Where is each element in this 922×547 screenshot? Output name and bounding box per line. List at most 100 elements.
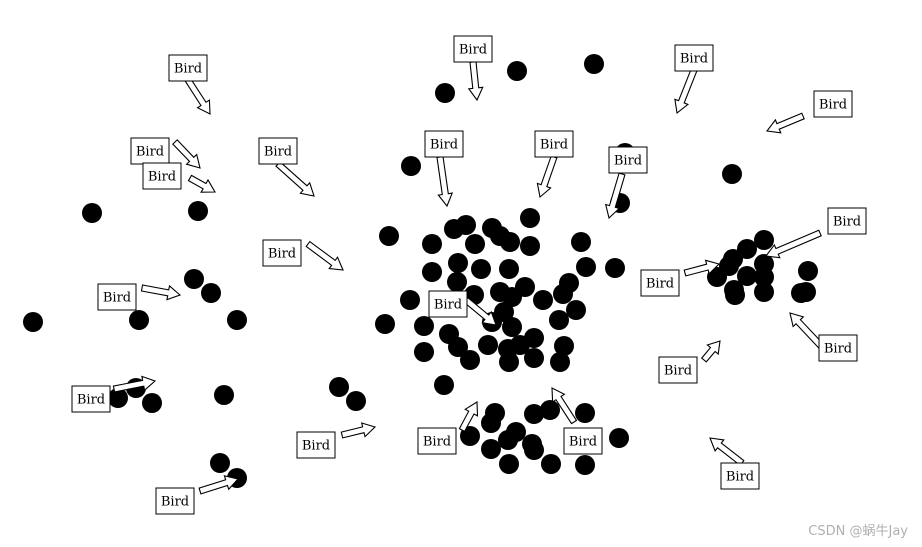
particle-dot xyxy=(485,403,505,423)
bird-label-box xyxy=(453,35,493,63)
bird-label-box xyxy=(142,162,182,190)
bird-label: Bird xyxy=(77,393,105,408)
heading-arrow-icon xyxy=(683,259,721,277)
bird-agent: Bird xyxy=(709,437,760,490)
particle-dot xyxy=(549,310,569,330)
bird-label-box xyxy=(534,130,574,158)
particle-dot xyxy=(559,273,579,293)
bird-label-box xyxy=(813,90,853,118)
heading-arrow-icon xyxy=(467,61,484,102)
bird-agent: Bird xyxy=(296,422,377,459)
particle-dot xyxy=(576,257,596,277)
particle-dot xyxy=(725,285,745,305)
bird-label: Bird xyxy=(680,52,708,67)
bird-label: Bird xyxy=(824,342,852,357)
particle-dot xyxy=(414,342,434,362)
particle-dot xyxy=(210,453,230,473)
bird-agent: Bird xyxy=(658,340,721,384)
bird-label-box xyxy=(71,385,111,413)
bird-label: Bird xyxy=(459,43,487,58)
bird-label-box xyxy=(424,130,464,158)
bird-label-box xyxy=(262,239,302,267)
bird-label: Bird xyxy=(268,247,296,262)
heading-arrow-icon xyxy=(140,284,182,301)
bird-agent: Bird xyxy=(789,312,858,362)
particle-dot xyxy=(478,335,498,355)
bird-label: Bird xyxy=(434,298,462,313)
particle-dot xyxy=(434,375,454,395)
particle-dot xyxy=(722,164,742,184)
bird-agent: Bird xyxy=(258,137,315,197)
bird-label-box xyxy=(608,146,648,174)
particle-dot xyxy=(108,388,128,408)
bird-label: Bird xyxy=(646,277,674,292)
particle-dot xyxy=(754,230,774,250)
bird-label-box xyxy=(417,427,457,455)
bird-agent: Bird xyxy=(604,146,648,220)
bird-agent: Bird xyxy=(262,239,344,271)
bird-agent: Bird xyxy=(640,259,721,297)
particle-dot xyxy=(584,54,604,74)
particle-dot xyxy=(481,439,501,459)
particle-dot xyxy=(571,232,591,252)
bird-agent: Bird xyxy=(97,283,182,311)
bird-label: Bird xyxy=(148,170,176,185)
bird-label: Bird xyxy=(833,215,861,230)
particle-dot xyxy=(499,454,519,474)
particle-dot xyxy=(798,261,818,281)
heading-arrow-icon xyxy=(700,340,721,363)
bird-label: Bird xyxy=(302,439,330,454)
watermark: CSDN @蜗牛Jay xyxy=(808,524,908,539)
bird-label-box xyxy=(640,269,680,297)
particle-dot xyxy=(227,310,247,330)
particle-dot xyxy=(435,83,455,103)
heading-arrow-icon xyxy=(463,296,497,326)
bird-agent: Bird xyxy=(130,137,201,169)
particle-dot xyxy=(609,428,629,448)
bird-agent: Bird xyxy=(534,130,574,199)
particle-dot xyxy=(129,310,149,330)
heading-arrow-icon xyxy=(198,475,240,495)
particle-dot xyxy=(707,267,727,287)
particle-dot xyxy=(500,232,520,252)
heading-arrow-icon xyxy=(112,375,157,393)
particle-dot xyxy=(494,302,514,322)
particle-dot xyxy=(346,391,366,411)
particle-dot xyxy=(471,259,491,279)
bird-label-box xyxy=(720,462,760,490)
bird-label: Bird xyxy=(726,470,754,485)
bird-label-box xyxy=(674,44,714,72)
particle-dot xyxy=(737,266,757,286)
particle-dot xyxy=(448,337,468,357)
particle-dot xyxy=(566,300,586,320)
particle-dot xyxy=(184,269,204,289)
bird-agent: Bird xyxy=(155,475,240,515)
particle-dot xyxy=(422,234,442,254)
particle-dot xyxy=(214,385,234,405)
particle-dot xyxy=(507,61,527,81)
particle-dot xyxy=(448,253,468,273)
particle-dot xyxy=(524,440,544,460)
bird-label: Bird xyxy=(569,435,597,450)
particle-dot xyxy=(401,156,421,176)
particle-dot xyxy=(498,430,518,450)
bird-label-box xyxy=(818,334,858,362)
heading-arrow-icon xyxy=(184,77,211,115)
bird-label-box xyxy=(258,137,298,165)
particle-dot xyxy=(465,234,485,254)
particle-dot xyxy=(605,258,625,278)
bird-label-box xyxy=(155,487,195,515)
bird-label: Bird xyxy=(819,98,847,113)
bird-label: Bird xyxy=(136,145,164,160)
particle-dot xyxy=(541,454,561,474)
particle-dot xyxy=(379,226,399,246)
particle-dot xyxy=(575,455,595,475)
bird-agent: Bird xyxy=(674,44,714,115)
particle-dot xyxy=(524,328,544,348)
heading-arrow-icon xyxy=(536,155,558,199)
particle-dot xyxy=(524,404,544,424)
particle-dot xyxy=(502,317,522,337)
bird-label: Bird xyxy=(103,291,131,306)
particle-dot xyxy=(754,282,774,302)
